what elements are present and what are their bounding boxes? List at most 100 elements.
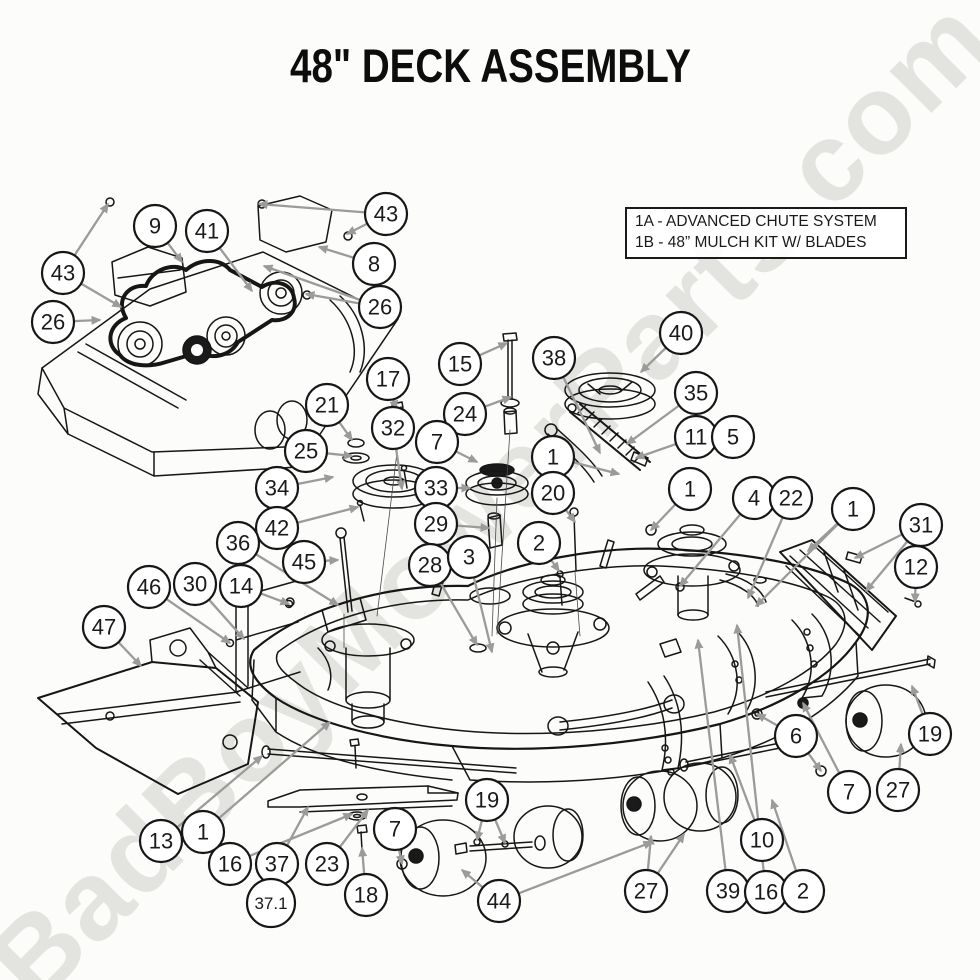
leader-line (439, 582, 478, 647)
callout-circle (826, 769, 872, 815)
callout-circle (30, 299, 76, 345)
legend-line-2: 1B - 48” MULCH KIT W/ BLADES (635, 234, 867, 251)
discharge-deflector (37, 597, 367, 795)
callout-number: 9 (149, 214, 161, 239)
callout-27: 27 (623, 868, 669, 914)
leader-line (679, 513, 742, 588)
callout-circle (780, 868, 826, 914)
callout-19: 19 (464, 777, 510, 823)
leader-line (484, 395, 513, 408)
callout-18: 18 (343, 872, 389, 918)
callout-circle (351, 241, 397, 287)
callout-17: 17 (365, 356, 411, 402)
callout-circle (281, 539, 327, 585)
callout-30: 30 (172, 561, 218, 607)
callout-number: 18 (354, 883, 378, 908)
leader-line (456, 522, 491, 532)
callout-circle (476, 878, 522, 924)
callout-number: 3 (463, 545, 475, 570)
callout-1: 1 (667, 466, 713, 512)
callout-14: 14 (218, 563, 264, 609)
callout-number: 21 (315, 393, 339, 418)
callout-circle (343, 872, 389, 918)
spindle-assembly-right (643, 524, 767, 621)
callout-number: 23 (315, 852, 339, 877)
callout-37: 37 (254, 841, 300, 887)
callout-number: 45 (292, 550, 316, 575)
callout-circle (739, 817, 785, 863)
leader-line (218, 721, 332, 820)
callout-28: 28 (407, 542, 453, 588)
leader-line (562, 376, 602, 455)
callout-number: 19 (918, 722, 942, 747)
callout-number: 7 (431, 430, 443, 455)
callout-circle (907, 711, 953, 757)
leader-line (634, 442, 677, 460)
callout-number: 43 (51, 261, 75, 286)
callout-number: 37.1 (254, 894, 287, 913)
callout-40: 40 (658, 310, 704, 356)
callout-number: 15 (448, 352, 472, 377)
callout-number: 26 (41, 310, 65, 335)
callout-circle (363, 191, 409, 237)
callout-12: 12 (893, 544, 939, 590)
callout-number: 4 (748, 486, 760, 511)
leader-line (770, 798, 798, 872)
callout-19: 19 (907, 711, 953, 757)
callout-number: 32 (381, 416, 405, 441)
callout-number: 16 (218, 852, 242, 877)
leader-line (910, 684, 924, 715)
callout-circle (126, 564, 172, 610)
callout-8: 8 (351, 241, 397, 287)
callout-number: 30 (183, 572, 207, 597)
callout-43: 43 (40, 250, 86, 296)
callout-number: 24 (453, 402, 477, 427)
leader-line (262, 264, 361, 302)
callout-circle (218, 563, 264, 609)
callout-circle (414, 419, 460, 465)
callout-circle (180, 809, 226, 855)
callout-26: 26 (357, 284, 403, 330)
callout-circle (40, 250, 86, 296)
leader-line (573, 461, 621, 477)
callout-number: 22 (779, 486, 803, 511)
leader-line (165, 597, 232, 644)
callout-circle (184, 208, 230, 254)
callout-circle (516, 520, 562, 566)
callout-number: 7 (843, 780, 855, 805)
callout-7: 7 (826, 769, 872, 815)
callout-number: 28 (418, 553, 442, 578)
leader-line (807, 752, 822, 773)
leader-line (73, 202, 109, 257)
callout-circle (304, 841, 350, 887)
callout-31: 31 (898, 502, 944, 548)
callout-number: 36 (226, 531, 250, 556)
page-title: 48" DECK ASSEMBLY (0, 38, 980, 93)
callout-circle (442, 391, 488, 437)
leader-line (73, 315, 102, 325)
callout-33: 33 (413, 465, 459, 511)
leader-line (317, 245, 355, 259)
callout-number: 25 (294, 439, 318, 464)
leader-line (166, 242, 183, 264)
callout-circle (830, 486, 876, 532)
callout-23: 23 (304, 841, 350, 887)
callout-number: 20 (541, 481, 565, 506)
callout-circle (667, 466, 713, 512)
leader-line (304, 291, 360, 305)
spindle-assembly-left (321, 623, 415, 729)
callout-circle (172, 561, 218, 607)
callout-37.1: 37.1 (245, 877, 297, 929)
callout-26: 26 (30, 299, 76, 345)
leader-line (478, 341, 509, 357)
spindle-assembly-center (496, 574, 610, 678)
page-title-text: 48" DECK ASSEMBLY (289, 39, 691, 92)
callout-number: 19 (475, 788, 499, 813)
callout-2: 2 (780, 868, 826, 914)
leader-line (218, 247, 253, 293)
callout-circle (370, 405, 416, 451)
leader-line (324, 556, 340, 566)
callout-10: 10 (739, 817, 785, 863)
